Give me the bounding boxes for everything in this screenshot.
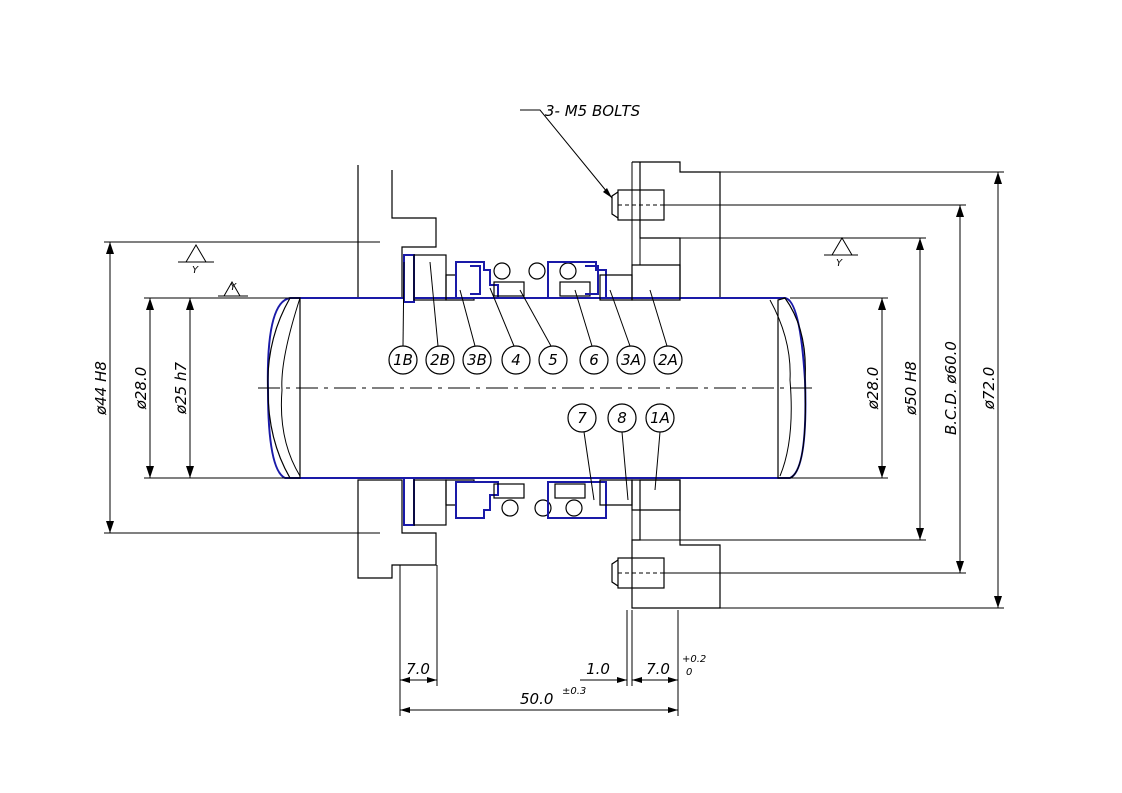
svg-text:ø72.0: ø72.0 bbox=[980, 367, 998, 411]
svg-text:3A: 3A bbox=[621, 351, 641, 369]
tag-3A: 3A bbox=[616, 345, 646, 375]
svg-text:7.0: 7.0 bbox=[646, 660, 670, 678]
tag-6: 6 bbox=[579, 345, 609, 375]
dim-d25: ø25 h7 bbox=[172, 298, 194, 478]
tag-1A: 1A bbox=[645, 403, 675, 433]
dim-horizontal: 7.0 1.0 7.0 +0.2 0 50.0 ±0.3 bbox=[399, 565, 706, 716]
svg-text:3B: 3B bbox=[467, 351, 487, 369]
seal-upper bbox=[403, 237, 681, 303]
svg-text:ø25 h7: ø25 h7 bbox=[172, 362, 190, 416]
svg-text:5: 5 bbox=[548, 351, 558, 369]
datum-shaft: Y bbox=[218, 280, 248, 297]
svg-text:+0.2: +0.2 bbox=[682, 654, 706, 665]
bolt-upper bbox=[611, 189, 670, 221]
bolts-note: 3- M5 BOLTS bbox=[545, 102, 641, 120]
dim-d72: ø72.0 bbox=[680, 171, 1004, 609]
datum-right: Y bbox=[824, 237, 858, 269]
svg-text:6: 6 bbox=[589, 351, 599, 369]
dim-d28-right: ø28.0 bbox=[790, 297, 888, 479]
svg-text:50.0: 50.0 bbox=[520, 690, 553, 708]
svg-text:1A: 1A bbox=[650, 409, 670, 427]
dim-d28-left: ø28.0 bbox=[132, 297, 290, 479]
bolts-callout: 3- M5 BOLTS bbox=[520, 102, 641, 199]
svg-text:±0.3: ±0.3 bbox=[562, 686, 586, 697]
bolt-lower bbox=[611, 557, 670, 589]
tag-2A: 2A bbox=[653, 345, 683, 375]
svg-text:2A: 2A bbox=[658, 351, 678, 369]
svg-text:ø28.0: ø28.0 bbox=[864, 367, 882, 411]
svg-text:Y: Y bbox=[192, 265, 199, 276]
svg-text:2B: 2B bbox=[430, 351, 450, 369]
svg-text:ø50 H8: ø50 H8 bbox=[902, 361, 920, 416]
seal-lower bbox=[403, 477, 681, 541]
tag-4: 4 bbox=[501, 345, 531, 375]
part-tags: 1B 2B 3B 4 5 6 3A 2A 7 8 1A bbox=[388, 261, 683, 501]
dim-d44: ø44 H8 bbox=[92, 241, 380, 534]
right-housing bbox=[631, 161, 721, 609]
svg-text:Y: Y bbox=[836, 258, 843, 269]
svg-text:8: 8 bbox=[617, 409, 627, 427]
datum-left: Y bbox=[178, 244, 214, 276]
svg-text:ø44 H8: ø44 H8 bbox=[92, 361, 110, 416]
svg-text:7.0: 7.0 bbox=[406, 660, 430, 678]
tag-7: 7 bbox=[567, 403, 597, 433]
svg-text:Y: Y bbox=[230, 282, 237, 293]
svg-text:7: 7 bbox=[577, 409, 587, 427]
tag-3B: 3B bbox=[462, 345, 492, 375]
tag-2B: 2B bbox=[425, 345, 455, 375]
tag-1B: 1B bbox=[388, 345, 418, 375]
tag-5: 5 bbox=[538, 345, 568, 375]
svg-text:0: 0 bbox=[686, 667, 692, 678]
svg-text:4: 4 bbox=[511, 351, 521, 369]
dim-d50: ø50 H8 bbox=[680, 237, 926, 541]
tag-8: 8 bbox=[607, 403, 637, 433]
svg-text:1B: 1B bbox=[393, 351, 413, 369]
svg-text:ø28.0: ø28.0 bbox=[132, 367, 150, 411]
svg-text:B.C.D. ø60.0: B.C.D. ø60.0 bbox=[942, 341, 960, 435]
svg-text:1.0: 1.0 bbox=[586, 660, 610, 678]
dim-bcd: B.C.D. ø60.0 bbox=[664, 204, 966, 574]
